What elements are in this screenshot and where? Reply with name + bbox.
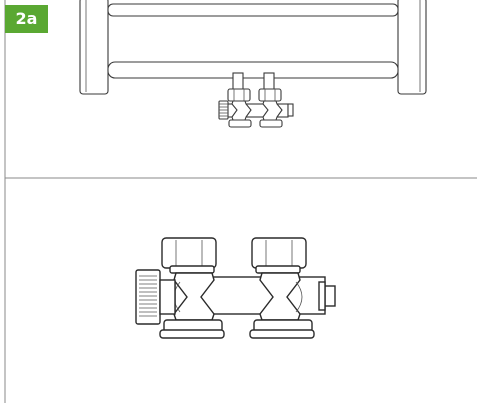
figure-label-badge: 2a — [5, 5, 48, 33]
radiator — [79, 0, 427, 95]
valve-large — [135, 237, 336, 339]
panel-frames — [4, 0, 477, 403]
valve-small — [218, 88, 294, 128]
